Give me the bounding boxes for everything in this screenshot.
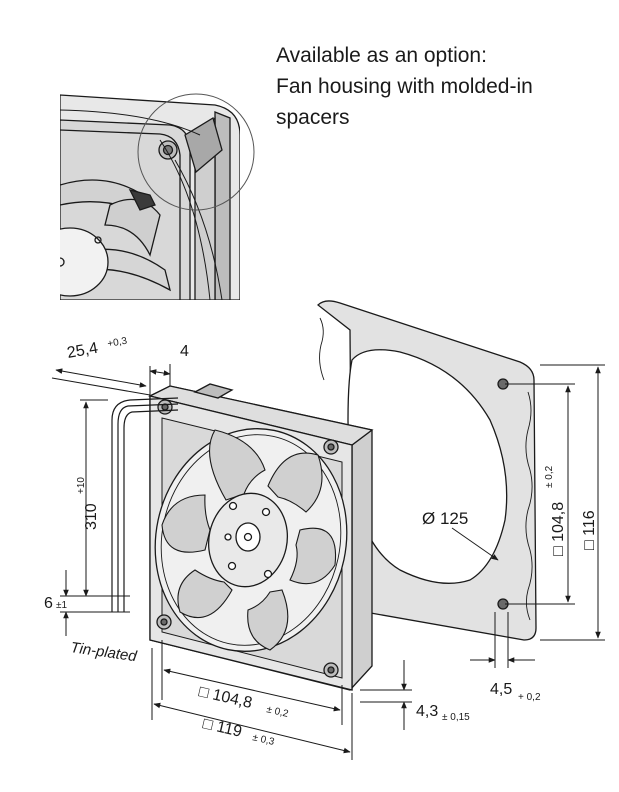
dim-hole-spacing-horizontal: □ 104,8 bbox=[197, 683, 254, 712]
dim-spacer-offset: 4,5 bbox=[490, 681, 512, 698]
caption-line-1: Available as an option: bbox=[276, 44, 487, 67]
dim-depth-tol: +0,3 bbox=[107, 336, 129, 350]
fan-blade bbox=[161, 494, 211, 553]
lead-wires bbox=[111, 397, 179, 612]
fan-body bbox=[148, 383, 374, 691]
detail-magnifier-circle bbox=[137, 93, 255, 211]
dim-bore-diameter: Ø 125 bbox=[422, 509, 468, 528]
dim-hole-spacing-vertical-tol: ± 0,2 bbox=[544, 465, 555, 488]
detail-spacer bbox=[184, 117, 223, 174]
dim-frame-width: □ 119 bbox=[201, 715, 244, 740]
dim-mount-hole-tol: ± 0,15 bbox=[442, 712, 470, 723]
caption-line-3: spacers bbox=[276, 106, 350, 129]
fan-blade bbox=[209, 429, 266, 501]
detail-hub bbox=[60, 227, 109, 297]
fan-blade bbox=[289, 527, 337, 585]
dim-lead-length: 310 bbox=[83, 503, 100, 530]
dim-flange: 4 bbox=[180, 343, 189, 360]
caption-line-2: Fan housing with molded-in bbox=[276, 75, 533, 98]
spacer-detail-view bbox=[60, 94, 240, 300]
dim-lead-length-tol: +10 bbox=[76, 477, 87, 494]
dim-spacer-offset-tol: + 0,2 bbox=[518, 692, 541, 703]
fan-blade bbox=[267, 452, 323, 513]
dim-frame-width-tol: ± 0,3 bbox=[251, 732, 276, 748]
fan-blade bbox=[247, 589, 289, 651]
fan-blades bbox=[161, 429, 337, 651]
label-tin-plated: Tin-plated bbox=[69, 639, 138, 665]
dimension-lines bbox=[51, 364, 605, 760]
dim-spacer-width: □ 116 bbox=[581, 510, 598, 550]
dim-strip-length-tol: ±1 bbox=[56, 600, 67, 611]
dim-mount-hole: 4,3 bbox=[416, 703, 438, 720]
option-caption: Available as an option: Fan housing with… bbox=[276, 40, 596, 133]
dim-depth: 25,4 bbox=[66, 340, 100, 362]
dim-strip-length: 6 bbox=[44, 595, 53, 612]
fan-blade bbox=[177, 569, 233, 619]
dim-hole-spacing-horizontal-tol: ± 0,2 bbox=[265, 704, 290, 720]
dim-hole-spacing-vertical: □ 104,8 bbox=[550, 502, 567, 556]
